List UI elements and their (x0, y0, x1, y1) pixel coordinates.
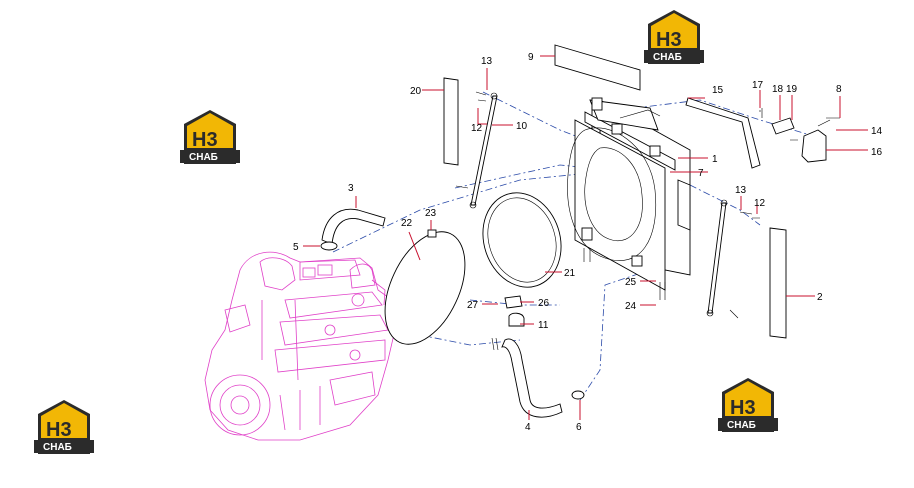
svg-text:H3: H3 (730, 397, 756, 419)
bolts (583, 248, 666, 300)
callout-6: 6 (576, 422, 582, 433)
callout-16: 16 (871, 147, 883, 158)
callout-12-right: 12 (754, 198, 766, 209)
callout-25: 25 (625, 277, 637, 288)
seal-strips (443, 44, 787, 339)
svg-text:H3: H3 (192, 129, 218, 151)
strip-2 (769, 227, 787, 339)
svg-text:СНАБ: СНАБ (653, 52, 682, 63)
callout-12-top: 12 (471, 123, 483, 134)
callout-27: 27 (467, 300, 479, 311)
ring-and-plate (384, 192, 562, 345)
svg-text:H3: H3 (656, 29, 682, 51)
hoses (320, 208, 585, 418)
callout-22: 22 (401, 218, 413, 229)
reservoir (685, 97, 840, 169)
callout-8: 8 (836, 84, 842, 95)
callout-20: 20 (410, 86, 422, 97)
strip-20 (443, 77, 459, 166)
callout-labels: 1 2 3 4 5 6 7 8 9 10 11 12 12 13 13 14 1… (293, 52, 883, 433)
callout-13-top: 13 (481, 56, 493, 67)
callout-4: 4 (525, 422, 531, 433)
watermark-logo-1: H3 СНАБ (644, 10, 704, 64)
centerlines (332, 91, 811, 401)
watermark-logo-4: H3 СНАБ (718, 378, 778, 432)
callout-18: 18 (772, 84, 784, 95)
callout-7: 7 (698, 168, 704, 179)
callout-26: 26 (538, 298, 550, 309)
callout-9: 9 (528, 52, 534, 63)
callout-5: 5 (293, 242, 299, 253)
callout-13-right: 13 (735, 185, 747, 196)
callout-10: 10 (516, 121, 528, 132)
callout-19: 19 (786, 84, 798, 95)
svg-text:СНАБ: СНАБ (727, 420, 756, 431)
leader-lines (303, 55, 868, 420)
callout-3: 3 (348, 183, 354, 194)
callout-14: 14 (871, 126, 883, 137)
callout-11: 11 (538, 320, 549, 331)
radiator-assembly (567, 97, 691, 291)
callout-17: 17 (752, 80, 764, 91)
svg-text:СНАБ: СНАБ (43, 442, 72, 453)
callout-24: 24 (625, 301, 637, 312)
callout-2: 2 (817, 292, 823, 303)
callout-23: 23 (425, 208, 437, 219)
engine-drawing (204, 251, 396, 441)
svg-text:H3: H3 (46, 419, 72, 441)
watermark-logo-2: H3 СНАБ (180, 110, 240, 164)
strip-9 (554, 44, 641, 91)
callout-21: 21 (564, 268, 576, 279)
callout-1: 1 (712, 154, 718, 165)
callout-15: 15 (712, 85, 724, 96)
stay-rods (455, 91, 760, 319)
watermark-logo-3: H3 СНАБ (34, 400, 94, 454)
svg-text:СНАБ: СНАБ (189, 152, 218, 163)
